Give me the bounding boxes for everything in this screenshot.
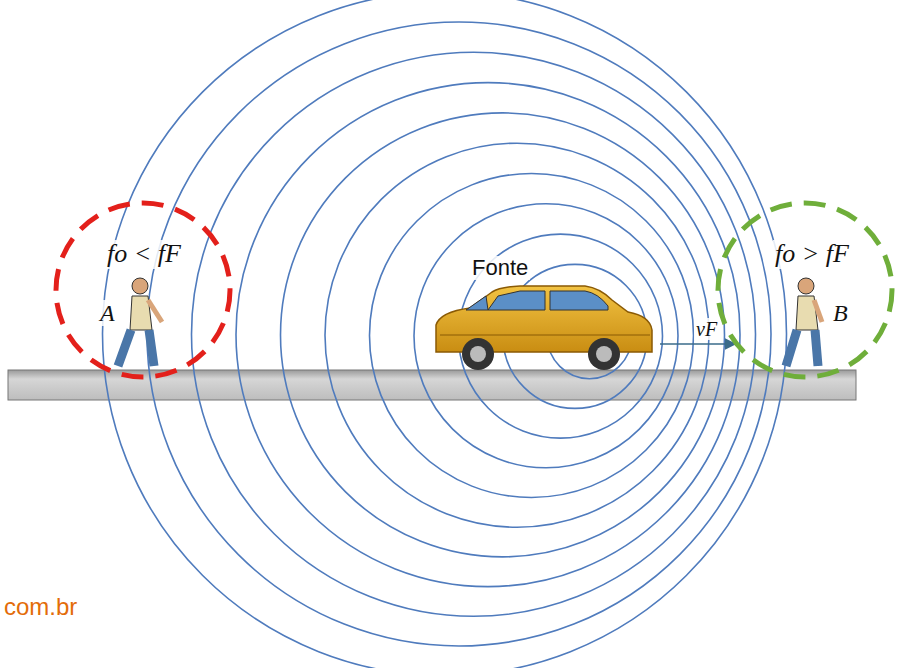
dashed-circle-region: fo < fF A	[53, 200, 233, 380]
car	[436, 286, 652, 370]
observer-a	[118, 278, 162, 366]
dashed-circle	[53, 200, 233, 380]
dashed-circle-region: fo > fF B	[715, 200, 895, 380]
watermark: com.br	[4, 594, 77, 620]
source-label: Fonte	[470, 256, 530, 280]
frequency-relation: fo < fF	[105, 240, 183, 269]
dashed-circle	[715, 200, 895, 380]
observer-b	[786, 278, 822, 366]
frequency-relation: fo > fF	[773, 240, 851, 269]
wave-fronts	[103, 0, 787, 668]
velocity-arrow	[660, 343, 735, 345]
velocity-label: vF	[694, 318, 719, 340]
observer-label: A	[98, 300, 117, 326]
observer-label: B	[831, 300, 850, 326]
